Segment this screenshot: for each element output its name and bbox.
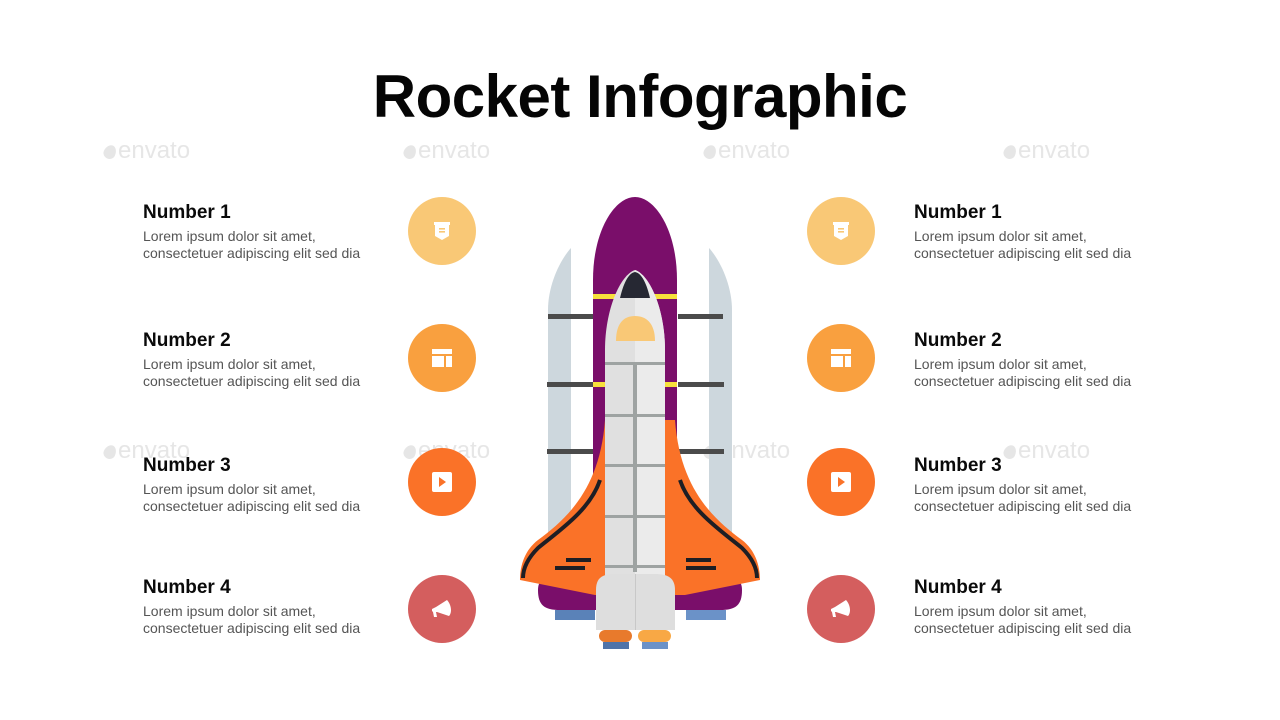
wing-edge	[521, 479, 602, 579]
right-item-4: Number 4 Lorem ipsum dolor sit amet,cons…	[914, 577, 1174, 637]
item-heading: Number 3	[914, 455, 1002, 476]
layout-icon	[432, 349, 452, 367]
item-description: Lorem ipsum dolor sit amet,consectetuer …	[914, 603, 1132, 636]
bay-divider	[633, 362, 637, 572]
right-booster	[709, 248, 732, 560]
item-heading: Number 3	[143, 455, 231, 476]
wing-vent	[686, 566, 716, 570]
engine-nozzle	[642, 642, 668, 649]
wing-vent	[686, 558, 711, 562]
item-description: Lorem ipsum dolor sit amet,consectetuer …	[143, 481, 361, 514]
right-icon-circle-2	[807, 324, 875, 392]
space-shuttle-illustration	[520, 197, 760, 649]
item-heading: Number 2	[143, 330, 231, 351]
badge-icon	[434, 222, 450, 240]
strut	[547, 449, 594, 454]
engine-nozzle	[603, 642, 629, 649]
orbiter-nose	[620, 272, 650, 298]
layout-icon	[831, 349, 851, 367]
item-description: Lorem ipsum dolor sit amet,consectetuer …	[143, 228, 361, 261]
page-title: Rocket Infographic	[372, 63, 908, 130]
watermark: envato	[1001, 137, 1090, 165]
nozzle	[555, 610, 595, 620]
wing-edge	[678, 479, 759, 579]
right-icon-circle-1	[807, 197, 875, 265]
wing-vent	[555, 566, 585, 570]
left-icon-circle-4	[408, 575, 476, 643]
strut	[678, 314, 723, 319]
megaphone-icon	[432, 600, 451, 617]
badge-icon	[833, 222, 849, 240]
left-item-2: Number 2 Lorem ipsum dolor sit amet,cons…	[143, 330, 403, 390]
strut	[678, 449, 724, 454]
play-icon	[831, 472, 851, 492]
left-icon-circle-2	[408, 324, 476, 392]
envato-drop-icon	[101, 443, 119, 461]
watermark: envato	[701, 137, 790, 165]
strut	[547, 382, 594, 387]
watermark: envato	[101, 137, 190, 165]
envato-drop-icon	[701, 143, 719, 161]
engine-right	[638, 630, 671, 642]
strut	[678, 382, 724, 387]
envato-drop-icon	[1001, 143, 1019, 161]
item-heading: Number 1	[914, 202, 1002, 223]
left-item-3: Number 3 Lorem ipsum dolor sit amet,cons…	[143, 455, 403, 515]
item-description: Lorem ipsum dolor sit amet,consectetuer …	[914, 228, 1132, 261]
item-heading: Number 1	[143, 202, 231, 223]
watermark: envato	[401, 137, 490, 165]
right-item-2: Number 2 Lorem ipsum dolor sit amet,cons…	[914, 330, 1174, 390]
play-icon	[432, 472, 452, 492]
item-heading: Number 4	[143, 577, 231, 598]
item-description: Lorem ipsum dolor sit amet,consectetuer …	[914, 356, 1132, 389]
envato-drop-icon	[101, 143, 119, 161]
left-wing	[520, 420, 620, 595]
right-icon-circle-3	[807, 448, 875, 516]
watermark: envato	[1001, 437, 1090, 465]
left-booster	[548, 248, 571, 560]
nozzle	[686, 610, 726, 620]
right-item-3: Number 3 Lorem ipsum dolor sit amet,cons…	[914, 455, 1174, 515]
envato-drop-icon	[401, 143, 419, 161]
cockpit-window	[616, 316, 655, 341]
left-icon-circle-1	[408, 197, 476, 265]
item-heading: Number 4	[914, 577, 1002, 598]
item-heading: Number 2	[914, 330, 1002, 351]
right-icon-circle-4	[807, 575, 875, 643]
item-description: Lorem ipsum dolor sit amet,consectetuer …	[143, 603, 361, 636]
strut	[548, 314, 594, 319]
wing-vent	[566, 558, 591, 562]
left-icon-circle-3	[408, 448, 476, 516]
right-item-1: Number 1 Lorem ipsum dolor sit amet,cons…	[914, 202, 1174, 262]
right-wing	[660, 420, 760, 595]
item-description: Lorem ipsum dolor sit amet,consectetuer …	[143, 356, 361, 389]
megaphone-icon	[831, 600, 850, 617]
watermark: envato	[101, 437, 190, 465]
engine-left	[599, 630, 632, 642]
item-description: Lorem ipsum dolor sit amet,consectetuer …	[914, 481, 1132, 514]
left-item-1: Number 1 Lorem ipsum dolor sit amet,cons…	[143, 202, 403, 262]
left-item-4: Number 4 Lorem ipsum dolor sit amet,cons…	[143, 577, 403, 637]
